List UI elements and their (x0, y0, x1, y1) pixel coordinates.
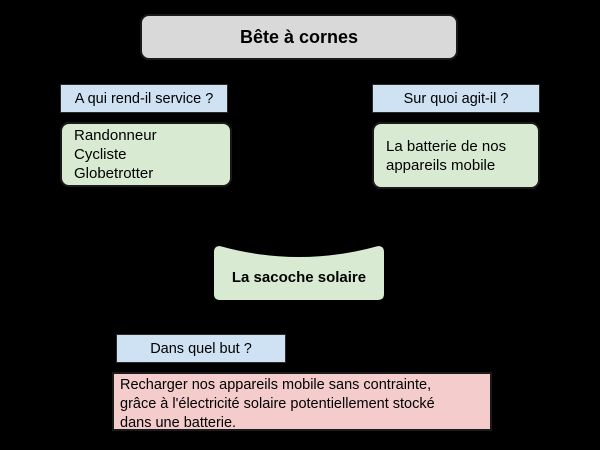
answer-who-box: Randonneur Cycliste Globetrotter (60, 122, 232, 187)
product-shape-box: La sacoche solaire (211, 241, 387, 303)
question-who-label: A qui rend-il service ? (74, 90, 214, 107)
answer-who-line: Randonneur (74, 127, 157, 144)
product-label: La sacoche solaire (231, 269, 367, 286)
answer-why-line: dans une batterie. (120, 415, 237, 431)
curved-ribbon-shape (212, 243, 386, 302)
answer-why-line: Recharger nos appareils mobile sans cont… (120, 377, 432, 393)
question-who-box: A qui rend-il service ? (60, 84, 228, 113)
answer-why-box: Recharger nos appareils mobile sans cont… (112, 372, 492, 431)
question-what-box: Sur quoi agit-il ? (372, 84, 540, 113)
answer-what-line: appareils mobile (386, 156, 496, 174)
sacoche-shape-path (212, 243, 386, 302)
answer-what-box: La batterie de nos appareils mobile (372, 122, 540, 189)
answer-what-line: La batterie de nos (386, 137, 507, 155)
question-why-box: Dans quel but ? (116, 334, 286, 363)
question-why-label: Dans quel but ? (150, 340, 252, 357)
diagram-title-box: Bête à cornes (140, 14, 458, 60)
answer-why-line: grâce à l'électricité solaire potentiell… (120, 396, 435, 412)
answer-who-line: Globetrotter (74, 165, 154, 182)
diagram-title: Bête à cornes (239, 26, 359, 47)
question-what-label: Sur quoi agit-il ? (403, 90, 509, 107)
answer-who-line: Cycliste (74, 146, 127, 163)
